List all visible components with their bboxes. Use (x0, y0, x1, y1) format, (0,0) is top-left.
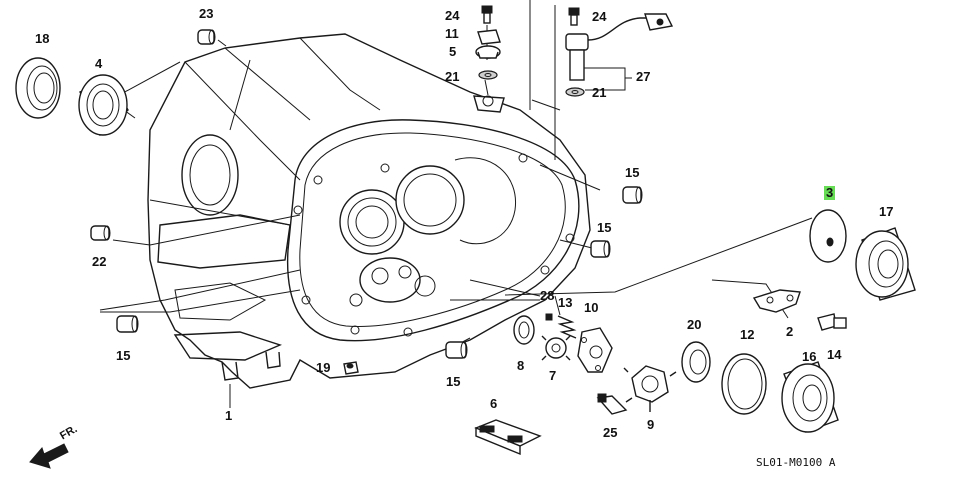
callout-13: 13 (558, 295, 573, 310)
callout-8: 8 (517, 358, 525, 373)
callout-25: 25 (603, 425, 618, 440)
callout-5: 5 (449, 44, 457, 59)
callout-1: 1 (225, 408, 233, 423)
magnet-pad-6 (474, 419, 542, 456)
callout-4: 4 (95, 56, 103, 71)
leader-lines (99, 0, 813, 408)
dowel-pin-22 (90, 225, 111, 241)
reference-code: SL01-M0100 A (756, 456, 836, 469)
washer-21-left (478, 70, 498, 80)
dowel-pin-15-bottom (445, 341, 468, 359)
cap-11 (477, 29, 501, 45)
seal-8 (513, 315, 535, 345)
bolt-14 (817, 313, 847, 331)
oil-seal-18 (15, 57, 61, 119)
callout-14: 14 (827, 347, 842, 362)
bolt-24-left (481, 5, 493, 24)
callout-21-left: 21 (445, 69, 460, 84)
cover-10 (577, 327, 613, 373)
callout-16: 16 (802, 349, 817, 364)
washer-21-right (565, 87, 585, 97)
callout-21-right: 21 (592, 85, 607, 100)
callout-6: 6 (490, 396, 498, 411)
callout-2: 2 (786, 324, 794, 339)
dowel-pin-15-top (622, 186, 643, 204)
callout-11: 11 (445, 26, 459, 41)
callout-18: 18 (35, 31, 50, 46)
callout-15-top: 15 (625, 165, 640, 180)
callout-24-left: 24 (445, 8, 460, 23)
callout-12: 12 (740, 327, 755, 342)
bearing-16 (781, 361, 839, 433)
callout-23: 23 (199, 6, 214, 21)
bolt-24-right (568, 7, 580, 26)
bolt-25 (596, 393, 628, 415)
callout-15-left: 15 (116, 348, 131, 363)
dowel-pin-15-left (116, 315, 139, 333)
sensor-27 (565, 13, 674, 81)
bearing-17 (855, 227, 916, 301)
callout-24-right: 24 (592, 9, 607, 24)
callout-7: 7 (549, 368, 557, 383)
dowel-pins (90, 29, 643, 359)
snap-ring-12 (721, 353, 767, 415)
callout-20: 20 (687, 317, 702, 332)
dowel-pin-15-mid (590, 240, 611, 258)
callout-17: 17 (879, 204, 894, 219)
gear-9 (623, 365, 677, 412)
callout-10: 10 (584, 300, 599, 315)
callout-9: 9 (647, 417, 655, 432)
bracket-2 (752, 289, 801, 313)
shim-3 (809, 209, 847, 263)
callout-19: 19 (316, 360, 331, 375)
gear-7 (541, 335, 571, 361)
callout-15-mid: 15 (597, 220, 612, 235)
bolt-19 (343, 361, 359, 375)
dowel-pin-23 (197, 29, 216, 45)
front-direction-arrow (29, 443, 69, 469)
spring-13 (557, 315, 577, 339)
callout-22: 22 (92, 254, 107, 269)
callout-15-bottom: 15 (446, 374, 461, 389)
callout-28: 28 (540, 288, 555, 303)
bearing-4 (78, 74, 129, 137)
plug-5 (475, 45, 501, 59)
callout-3: 3 (824, 185, 836, 200)
callout-27: 27 (636, 69, 651, 84)
seal-20 (681, 341, 711, 383)
ball-28 (545, 313, 553, 321)
